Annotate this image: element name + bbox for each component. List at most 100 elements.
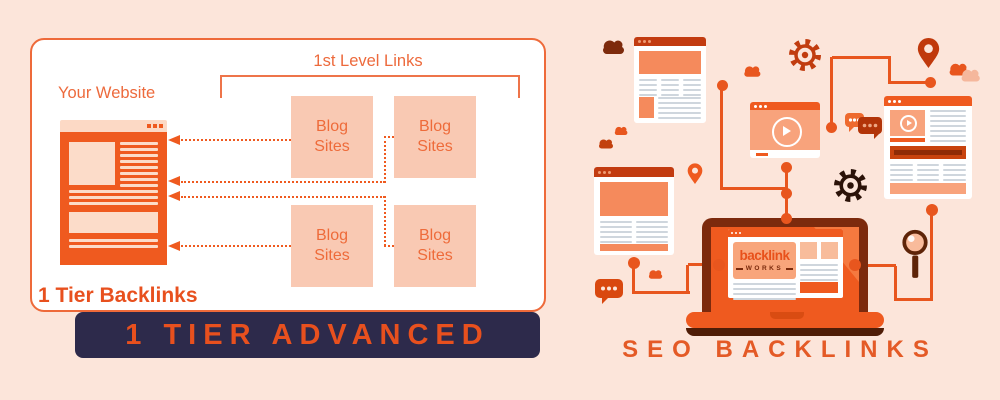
blog-sites-box: Blog Sites xyxy=(291,96,373,178)
browser-window-icon xyxy=(634,37,706,123)
logo-wordmark: backlink xyxy=(739,247,790,263)
banner-placeholder xyxy=(890,146,966,159)
connector-dot xyxy=(925,77,936,88)
connector-line xyxy=(722,187,788,190)
cloud-icon xyxy=(597,137,617,155)
laptop-page-titlebar xyxy=(728,229,843,237)
connector-line xyxy=(855,264,896,267)
backlink-arrow-icon xyxy=(168,241,180,251)
laptop-base-shadow xyxy=(686,328,884,336)
video-area xyxy=(750,110,820,150)
text-lines xyxy=(658,97,701,122)
connector-dot xyxy=(781,188,792,199)
progress-bar xyxy=(756,153,768,156)
connector-line xyxy=(632,263,635,294)
connector-dot xyxy=(713,259,725,271)
hero-image-placeholder xyxy=(600,182,668,216)
connector-dot xyxy=(781,213,792,224)
location-pin-icon xyxy=(687,163,703,190)
mockup-banner-placeholder xyxy=(69,212,158,233)
blog-sites-label: Blog Sites xyxy=(314,118,350,155)
connector-line xyxy=(888,56,891,84)
backlink-line xyxy=(181,181,385,183)
tier-backlinks-caption: 1 Tier Backlinks xyxy=(38,284,198,307)
backlink-arrow-icon xyxy=(168,135,180,145)
connector-dot xyxy=(926,204,938,216)
tier-advanced-banner: 1 TIER ADVANCED xyxy=(75,312,540,358)
laptop-notch xyxy=(770,312,804,319)
chat-bubbles-icon xyxy=(844,110,884,145)
cloud-icon xyxy=(947,61,973,82)
mockup-body xyxy=(60,132,167,265)
blog-sites-label: Blog Sites xyxy=(417,118,453,155)
connector-dot xyxy=(781,162,792,173)
connector-line xyxy=(832,56,891,59)
play-button-icon xyxy=(772,117,802,147)
backlink-line xyxy=(384,196,386,246)
blog-sites-box: Blog Sites xyxy=(394,96,476,178)
connector-dot xyxy=(628,257,640,269)
magnifier-icon xyxy=(901,228,929,288)
connector-line xyxy=(930,210,933,301)
mockup-text-lines xyxy=(69,239,158,251)
connector-dot xyxy=(849,259,861,271)
connector-line xyxy=(889,81,933,84)
image-placeholder xyxy=(639,97,654,118)
video-player-icon xyxy=(750,102,820,158)
play-button-icon xyxy=(900,115,917,132)
connector-line xyxy=(830,57,833,128)
backlink-line xyxy=(384,136,394,138)
window-buttons-icon xyxy=(147,124,163,128)
video-thumbnail xyxy=(890,110,925,136)
backlink-arrow-icon xyxy=(168,191,180,201)
mockup-text-lines xyxy=(69,190,158,208)
laptop-webpage: backlink WORKS xyxy=(728,229,843,300)
thumbnail-placeholder xyxy=(821,242,838,259)
backlink-line xyxy=(181,139,291,141)
logo-subtitle: WORKS xyxy=(745,265,784,273)
connector-line xyxy=(896,298,933,301)
tier-advanced-title: 1 TIER ADVANCED xyxy=(125,318,490,351)
cloud-icon xyxy=(600,37,630,61)
mockup-titlebar xyxy=(60,120,167,132)
text-lines xyxy=(800,264,838,284)
blog-sites-box: Blog Sites xyxy=(394,205,476,287)
blog-sites-label: Blog Sites xyxy=(417,227,453,264)
cloud-icon xyxy=(959,67,985,88)
chat-bubble-icon xyxy=(595,279,623,310)
cloud-icon xyxy=(742,64,765,83)
your-website-label: Your Website xyxy=(58,84,156,102)
connector-dot xyxy=(826,122,837,133)
banner-placeholder xyxy=(800,282,838,293)
first-level-links-bracket xyxy=(220,75,520,98)
browser-window-icon xyxy=(594,167,674,255)
website-mockup-icon xyxy=(60,120,167,265)
connector-dot xyxy=(717,80,728,91)
seo-backlinks-caption: SEO BACKLINKS xyxy=(622,336,938,363)
backlink-line xyxy=(181,196,385,198)
backlink-line xyxy=(384,245,394,247)
connector-line xyxy=(720,85,723,190)
gear-icon xyxy=(788,38,822,77)
connector-line xyxy=(686,265,689,294)
gear-icon xyxy=(833,168,868,208)
blog-sites-box: Blog Sites xyxy=(291,205,373,287)
thumbnail-bar xyxy=(890,138,925,142)
cloud-icon xyxy=(647,267,666,285)
backlink-line xyxy=(384,136,386,183)
footer-placeholder xyxy=(890,183,966,194)
location-pin-icon xyxy=(916,38,941,74)
hero-image-placeholder xyxy=(639,51,701,74)
backlink-works-logo: backlink WORKS xyxy=(733,242,796,279)
connector-line xyxy=(634,291,690,294)
connector-line xyxy=(894,266,897,301)
backlink-line xyxy=(181,245,291,247)
laptop-base xyxy=(686,312,884,328)
blog-sites-label: Blog Sites xyxy=(314,227,350,264)
backlink-arrow-icon xyxy=(168,176,180,186)
text-lines xyxy=(930,110,966,145)
thumbnail-placeholder xyxy=(800,242,817,259)
mockup-image-placeholder xyxy=(69,142,115,185)
footer-placeholder xyxy=(600,244,668,251)
